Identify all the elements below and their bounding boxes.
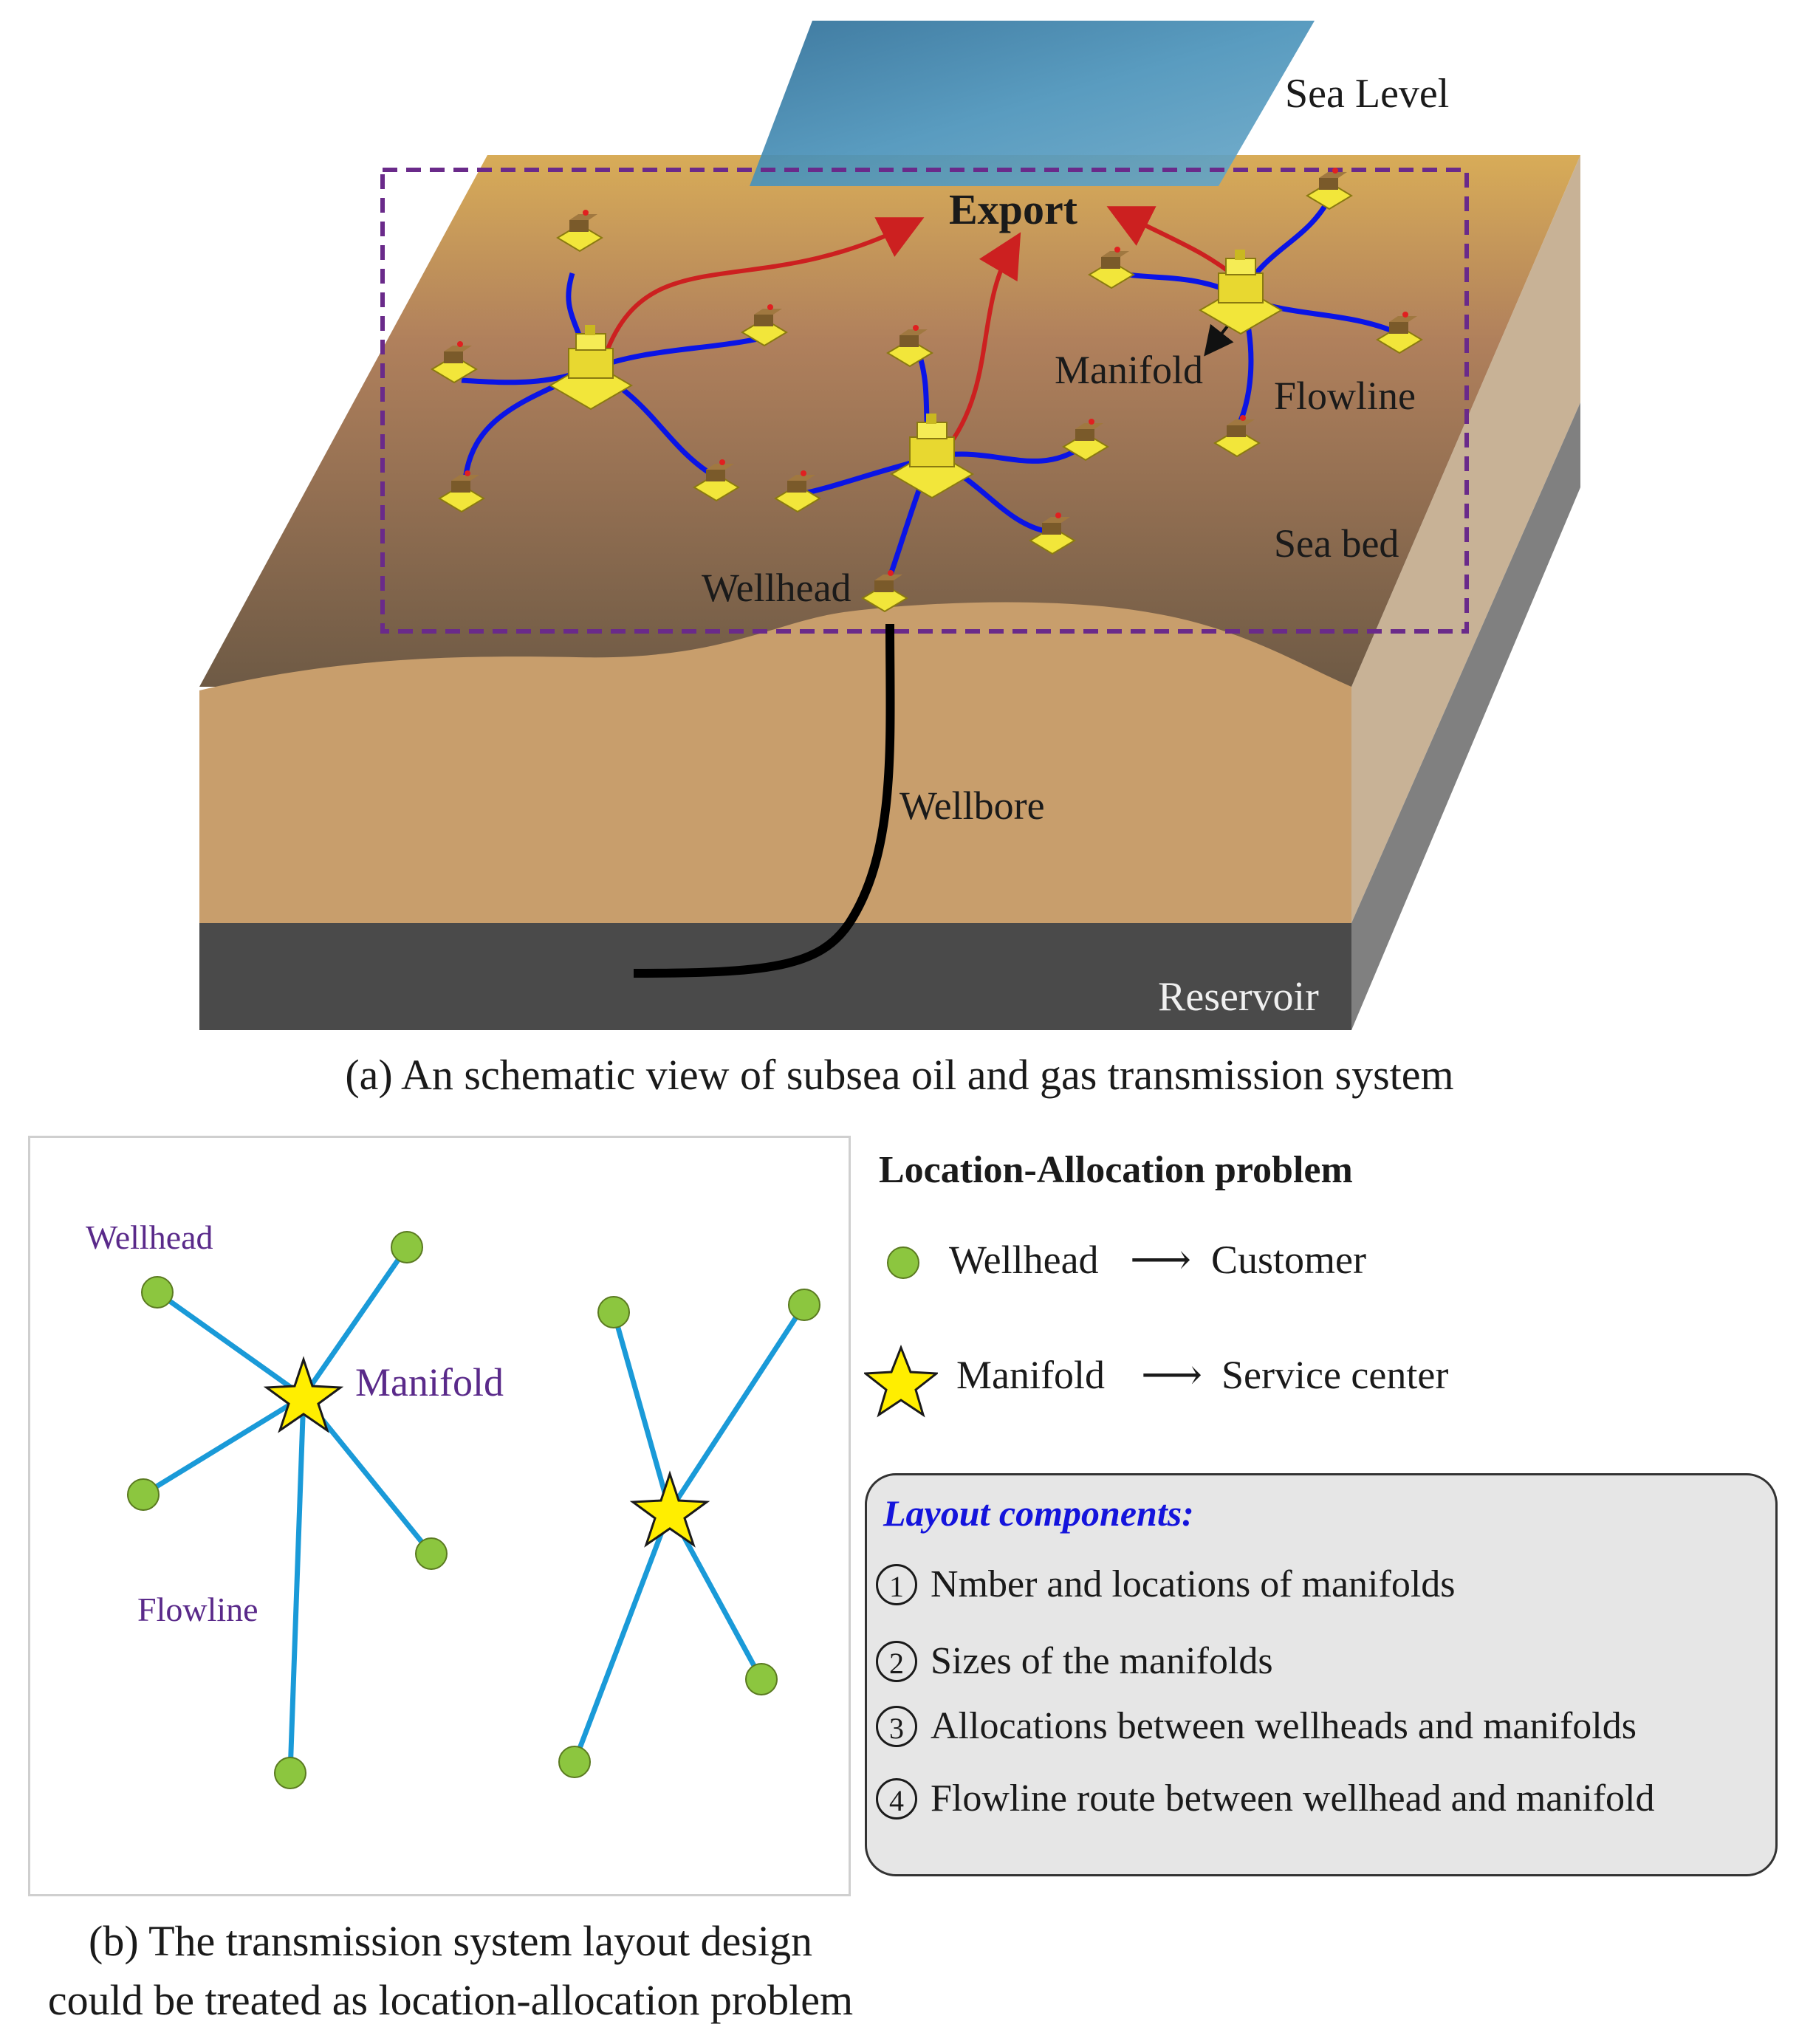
- caption-a: (a) An schematic view of subsea oil and …: [345, 1051, 1454, 1099]
- caption-b-line1: (b) The transmission system layout desig…: [89, 1917, 812, 1965]
- wellhead-label-a: Wellhead: [702, 566, 851, 610]
- legend-title: Location-Allocation problem: [879, 1149, 1353, 1191]
- layout-network-panel: Wellhead Manifold Flowline: [28, 1136, 851, 1896]
- legend-manifold: Manifold: [956, 1353, 1105, 1397]
- circled-number: 4: [876, 1777, 917, 1820]
- circled-number: 3: [876, 1705, 917, 1747]
- subsea-schematic: [199, 21, 1580, 1030]
- circled-number: 1: [876, 1563, 917, 1605]
- field-boundary-dashed: [380, 168, 1469, 634]
- sea-level-label: Sea Level: [1285, 71, 1450, 117]
- layout-component-3: 3 Allocations between wellheads and mani…: [876, 1704, 1637, 1748]
- caption-b-line2: could be treated as location-allocation …: [47, 1976, 854, 2024]
- network-flowlines: [142, 1246, 806, 1774]
- layout-component-text: Flowline route between wellhead and mani…: [931, 1777, 1655, 1820]
- wellhead-label-b: Wellhead: [86, 1218, 213, 1256]
- green-circle-icon: [887, 1246, 919, 1279]
- legend: Location-Allocation problem Wellhead ⟶ C…: [864, 1134, 1787, 1547]
- manifold-label-b: Manifold: [355, 1360, 504, 1405]
- legend-wellhead: Wellhead: [949, 1238, 1099, 1282]
- arrow-right-icon: ⟶: [1141, 1351, 1203, 1399]
- export-label: Export: [949, 185, 1077, 233]
- circled-number: 2: [876, 1640, 917, 1682]
- layout-component-text: Sizes of the manifolds: [931, 1640, 1273, 1682]
- layout-component-2: 2 Sizes of the manifolds: [876, 1639, 1273, 1683]
- flowline-label-b: Flowline: [137, 1591, 258, 1628]
- sea-surface: [750, 21, 1315, 186]
- wellbore-label: Wellbore: [900, 783, 1045, 828]
- flowline-label-a: Flowline: [1274, 374, 1416, 418]
- reservoir-front-face: [199, 923, 1351, 1030]
- reservoir-side-face: [1351, 402, 1580, 1030]
- reservoir-label: Reservoir: [1158, 974, 1319, 1020]
- network-wellheads: [127, 1231, 820, 1789]
- sediment-front-face: [199, 602, 1351, 923]
- layout-components-box: Layout components: 1 Nmber and locations…: [865, 1473, 1778, 1876]
- layout-component-1: 1 Nmber and locations of manifolds: [876, 1563, 1456, 1606]
- network-manifolds: [263, 1356, 710, 1548]
- layout-component-text: Nmber and locations of manifolds: [931, 1563, 1456, 1605]
- network-graph: [127, 1231, 820, 1789]
- legend-customer: Customer: [1211, 1238, 1366, 1282]
- arrow-right-icon: ⟶: [1130, 1235, 1192, 1283]
- manifold-label-a: Manifold: [1055, 348, 1203, 392]
- yellow-star-icon: [864, 1344, 938, 1418]
- legend-service-center: Service center: [1221, 1353, 1449, 1397]
- layout-component-text: Allocations between wellheads and manifo…: [931, 1705, 1637, 1747]
- manifold-pointer-arrow: [1204, 322, 1234, 357]
- wellbore: [633, 623, 895, 978]
- layout-components-title: Layout components:: [883, 1492, 1194, 1534]
- layout-component-4: 4 Flowline route between wellhead and ma…: [876, 1777, 1654, 1820]
- sea-bed-label: Sea bed: [1274, 521, 1399, 566]
